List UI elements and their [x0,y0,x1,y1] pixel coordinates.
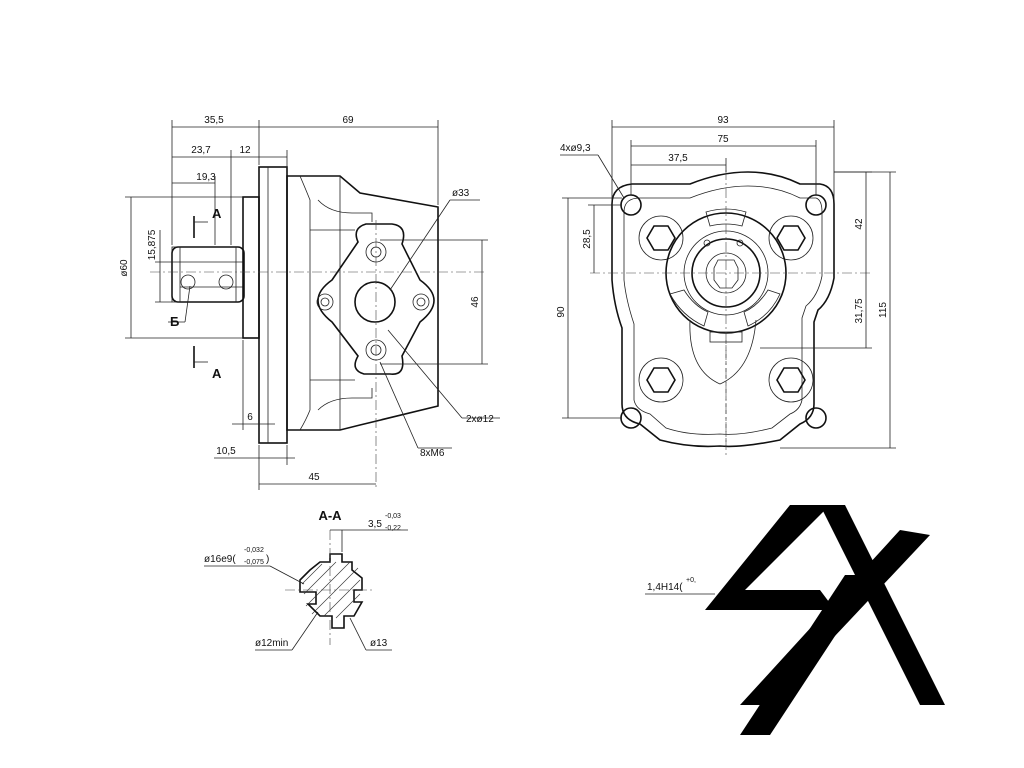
section-mark-a-top: A [212,206,222,221]
dim-35-5: 35,5 [204,115,224,126]
front-outline [611,171,835,448]
dim-d16-close: ) [266,554,269,565]
dim-19-3: 19,3 [196,172,216,183]
tol-d16-lower: -0,075 [244,559,264,566]
tol-d16-upper: -0,032 [244,547,264,554]
dim-d13: ø13 [370,638,388,649]
tol-1-4: +0, [686,577,696,584]
corner-hole-bl [620,407,642,429]
dim-75: 75 [717,134,729,145]
dim-12: 12 [239,145,251,156]
section-mark-a-bottom: A [212,366,222,381]
tol-3-5-lower: -0,22 [385,525,401,532]
dim-31-75: 31,75 [854,298,865,323]
port-circle [354,281,396,323]
dim-15-875: 15,875 [147,229,158,260]
pump-body [286,175,439,431]
dim-1-4h14: 1,4H14( [647,582,683,593]
dim-90: 90 [556,306,567,318]
dim-6: 6 [247,412,253,423]
spline-shaft-section [299,553,364,629]
detail-mark-b: Б [170,314,179,329]
pilot-collar [242,196,260,339]
detail-b: 1,4H14( +0, [645,577,715,595]
dim-93: 93 [717,115,729,126]
sx-logo-icon [705,505,945,735]
port-flange [316,223,435,375]
dim-d16e9: ø16e9( [204,554,236,565]
dim-115: 115 [878,302,889,318]
dim-2xd12: 2xø12 [466,414,494,425]
mounting-flange [258,166,288,444]
side-view: 35,5 69 23,7 12 19,3 ø60 15,875 A A Б [119,115,500,490]
corner-hole-br [805,407,827,429]
dim-4xd9-3: 4xø9,3 [560,143,591,154]
dim-d60: ø60 [119,259,130,277]
dim-10-5: 10,5 [216,446,236,457]
dim-23-7: 23,7 [191,145,211,156]
dim-d33: ø33 [452,188,470,199]
dim-d12min: ø12min [255,638,288,649]
dim-8xm6: 8xM6 [420,448,445,459]
section-title: A-A [318,508,342,523]
dim-3-5: 3,5 [368,519,382,530]
dim-45: 45 [308,472,320,483]
dim-42: 42 [854,218,865,230]
front-view: 93 75 37,5 4xø9,3 28,5 90 42 31,75 [556,115,896,455]
section-a-a: A-A 3,5 -0,03 -0,22 ø16e9( -0,032 -0,075… [204,508,408,651]
dim-28-5: 28,5 [582,229,593,249]
tol-3-5-upper: -0,03 [385,513,401,520]
dim-46: 46 [470,296,481,308]
hex-bolts [638,215,814,403]
dim-69: 69 [342,115,354,126]
shaft [171,246,245,303]
dim-37-5: 37,5 [668,153,688,164]
